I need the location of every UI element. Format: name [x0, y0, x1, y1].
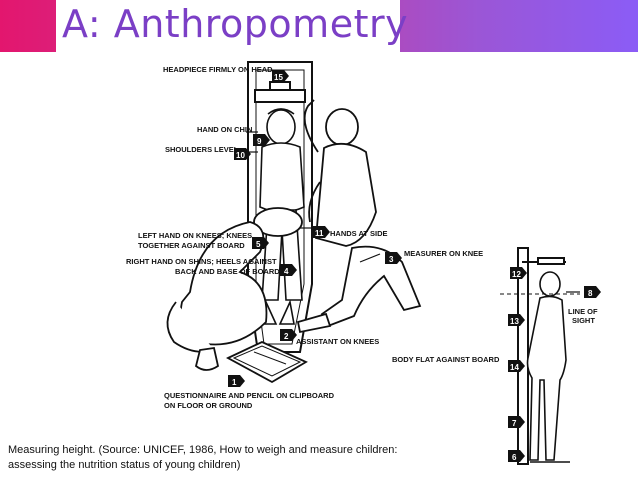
marker-9: 9: [257, 137, 262, 146]
label-left-hand-1: LEFT HAND ON KNEES; KNEES: [138, 231, 252, 240]
label-left-hand-2: TOGETHER AGAINST BOARD: [138, 241, 245, 250]
measuring-height-illustration: HEADPIECE FIRMLY ON HEAD HAND ON CHIN SH…: [126, 61, 601, 465]
label-assistant-on-knees: ASSISTANT ON KNEES: [296, 337, 379, 346]
label-measurer-on-knee: MEASURER ON KNEE: [404, 249, 483, 258]
marker-13: 13: [510, 317, 519, 326]
label-line-of-sight-2: SIGHT: [572, 316, 595, 325]
label-questionnaire-1: QUESTIONNAIRE AND PENCIL ON CLIPBOARD: [164, 391, 335, 400]
label-hand-on-chin: HAND ON CHIN: [197, 125, 252, 134]
marker-15: 15: [274, 73, 283, 82]
label-right-hand-2: BACK AND BASE OF BOARD: [175, 267, 280, 276]
marker-10: 10: [236, 151, 245, 160]
marker-4: 4: [284, 267, 289, 276]
marker-6: 6: [512, 453, 517, 462]
marker-11: 11: [315, 229, 324, 238]
slide-title: A: Anthropometry: [62, 2, 409, 46]
marker-1: 1: [232, 378, 237, 387]
label-hands-at-side: HANDS AT SIDE: [330, 229, 388, 238]
marker-14: 14: [510, 363, 519, 372]
number-markers: 1 2 3 4 5 6 7 8 9 10 11 12 13 14 15: [228, 70, 601, 462]
assistant-figure: [166, 207, 303, 371]
title-box: [56, 0, 400, 52]
marker-2: 2: [284, 332, 289, 341]
figure-caption: Measuring height. (Source: UNICEF, 1986,…: [8, 444, 398, 471]
clipboard: [226, 341, 308, 384]
standing-child: [526, 271, 570, 463]
marker-12: 12: [512, 270, 521, 279]
label-body-flat: BODY FLAT AGAINST BOARD: [392, 355, 500, 364]
marker-7: 7: [512, 419, 517, 428]
label-shoulders-level: SHOULDERS LEVEL: [165, 145, 239, 154]
marker-3: 3: [389, 255, 394, 264]
measurer-figure: [296, 99, 422, 334]
label-right-hand-1: RIGHT HAND ON SHINS; HEELS AGAINST: [126, 257, 277, 266]
label-headpiece: HEADPIECE FIRMLY ON HEAD: [163, 65, 273, 74]
marker-5: 5: [256, 240, 261, 249]
label-questionnaire-2: ON FLOOR OR GROUND: [164, 401, 253, 410]
marker-8: 8: [588, 289, 593, 298]
label-line-of-sight-1: LINE OF: [568, 307, 598, 316]
